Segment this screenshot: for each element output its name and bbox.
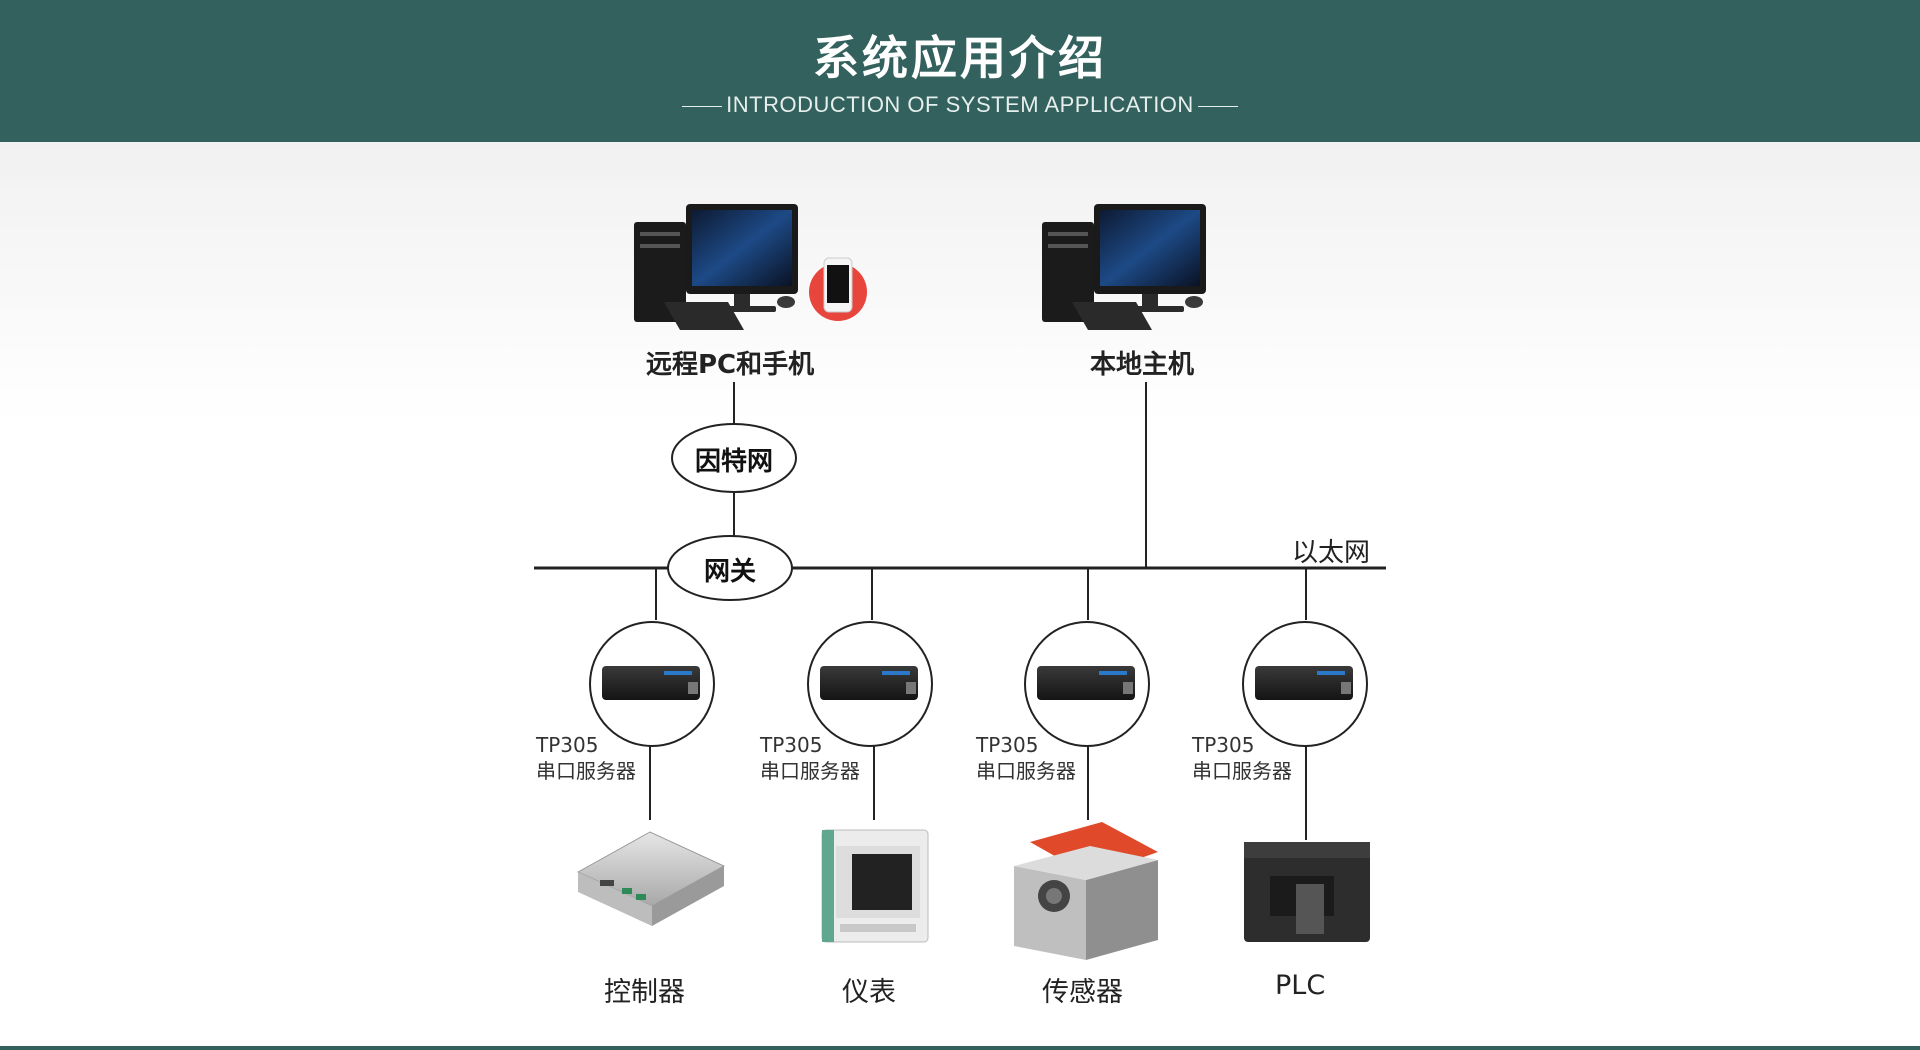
- server-label-2: TP305 串口服务器: [760, 732, 860, 784]
- serial-server-icon: [1024, 621, 1150, 747]
- server-model: TP305: [536, 733, 599, 757]
- server-name: 串口服务器: [536, 759, 636, 783]
- server-model: TP305: [976, 733, 1039, 757]
- plc-icon: [1244, 842, 1370, 942]
- server-name: 串口服务器: [760, 759, 860, 783]
- device-label-meter: 仪表: [842, 977, 896, 1008]
- gateway-node: [667, 535, 793, 601]
- serial-server-icon: [589, 621, 715, 747]
- server-label-4: TP305 串口服务器: [1192, 732, 1292, 784]
- header-banner: 系统应用介绍 INTRODUCTION OF SYSTEM APPLICATIO…: [0, 0, 1920, 142]
- internet-label: 因特网: [694, 447, 773, 477]
- diagram-stage: [0, 142, 1920, 1046]
- footer-line: [0, 1046, 1920, 1050]
- server-label-1: TP305 串口服务器: [536, 732, 636, 784]
- device-label-plc: PLC: [1275, 970, 1326, 1001]
- page-subtitle: INTRODUCTION OF SYSTEM APPLICATION: [0, 92, 1920, 118]
- device-label-sensor: 传感器: [1042, 977, 1123, 1008]
- meter-icon: [821, 829, 929, 943]
- sensor-icon: [1014, 822, 1158, 960]
- remote-pc-icon: [634, 204, 798, 330]
- ethernet-label: 以太网: [1292, 538, 1371, 568]
- device-label-controller: 控制器: [604, 977, 685, 1008]
- local-host-pc-icon: [1042, 204, 1206, 330]
- serial-server-icons: [589, 621, 1368, 747]
- server-name: 串口服务器: [976, 759, 1076, 783]
- controller-icon: [576, 831, 726, 926]
- server-name: 串口服务器: [1192, 759, 1292, 783]
- server-model: TP305: [1192, 733, 1255, 757]
- internet-node: [671, 423, 797, 493]
- server-model: TP305: [760, 733, 823, 757]
- gateway-label: 网关: [703, 557, 756, 587]
- server-label-3: TP305 串口服务器: [976, 732, 1076, 784]
- serial-server-icon: [1242, 621, 1368, 747]
- remote-pc-label: 远程PC和手机: [646, 350, 815, 380]
- subtitle-dash-right: [1197, 105, 1238, 107]
- subtitle-dash-left: [682, 105, 723, 107]
- local-host-label: 本地主机: [1090, 350, 1195, 380]
- subtitle-text: INTRODUCTION OF SYSTEM APPLICATION: [726, 92, 1194, 117]
- mobile-phone-icon: [809, 257, 867, 321]
- serial-server-icon: [807, 621, 933, 747]
- page-title: 系统应用介绍: [813, 31, 1107, 85]
